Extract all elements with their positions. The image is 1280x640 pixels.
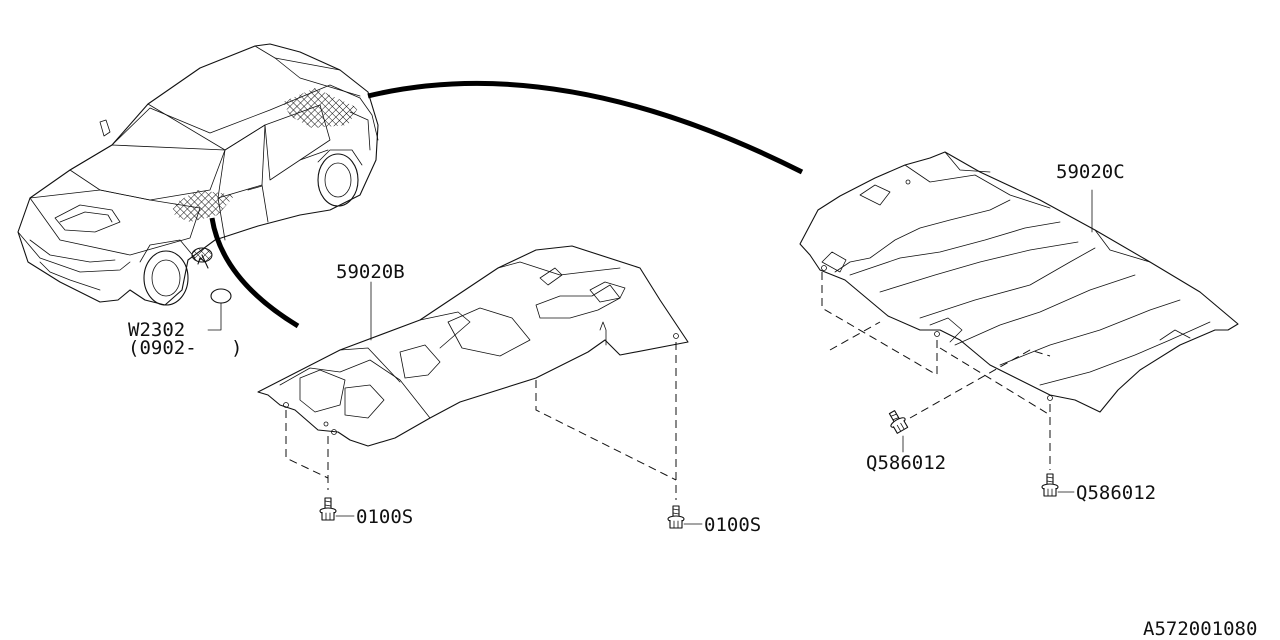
label-w2302-range: (0902- ) [128,337,242,359]
label-bolt-0100s-left: 0100S [356,506,413,528]
label-bolt-q586012-left: Q586012 [866,452,946,474]
label-w2302: W2302 [128,319,185,341]
flange-bolt-icon [667,505,685,529]
part-59020c-shield [799,151,1239,413]
car-outline-icon [17,43,379,306]
w2302-part-icon [210,288,232,304]
flange-bolt-icon [888,410,909,434]
flange-bolt-icon [1041,473,1059,497]
crosshatch-area-icon [283,88,358,128]
label-bolt-q586012-right: Q586012 [1076,482,1156,504]
flange-bolt-icon [319,497,337,521]
crosshatch-area-icon [172,190,235,222]
vehicle-illustration [17,43,379,331]
part-59020b-shield [257,245,689,447]
label-59020b: 59020B [336,261,405,283]
label-bolt-0100s-right: 0100S [704,514,761,536]
connector-arc-59020b [209,217,300,329]
label-59020c: 59020C [1056,161,1125,183]
drawing-number: A572001080 [1143,618,1257,640]
connector-arc-59020c [367,80,804,175]
